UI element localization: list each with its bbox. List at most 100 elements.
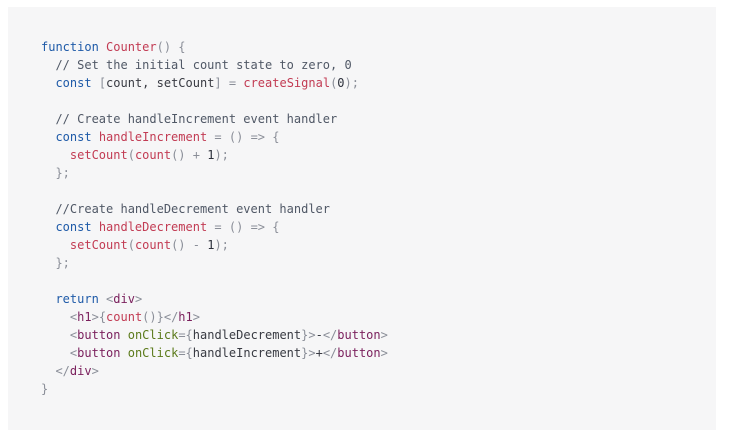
code-token-plain	[41, 220, 55, 234]
code-token-punct: </	[322, 328, 338, 342]
code-token-plain	[41, 310, 70, 324]
code-token-keyword: const	[55, 220, 92, 234]
code-token-punct: }>	[301, 346, 316, 360]
code-token-tag: button	[337, 328, 381, 342]
code-token-comment: // Set the initial count state to zero, …	[55, 58, 352, 72]
code-token-plain	[41, 364, 55, 378]
code-line: // Create handleIncrement event handler	[41, 110, 388, 128]
code-token-tag: div	[69, 364, 92, 378]
code-token-punct: <	[106, 292, 114, 306]
code-token-punct: }>	[301, 328, 316, 342]
code-token-punct: };	[55, 256, 70, 270]
code-token-plain	[41, 76, 55, 90]
code-token-function: count	[134, 148, 172, 162]
code-token-keyword: const	[55, 76, 92, 90]
code-token-plain	[92, 130, 99, 144]
code-token-plain	[99, 292, 106, 306]
code-line: };	[41, 254, 388, 272]
code-token-attr: onClick	[127, 328, 179, 342]
code-line: </div>	[41, 362, 388, 380]
code-token-plain	[41, 202, 55, 216]
code-token-plain	[99, 40, 106, 54]
code-token-number: 1	[207, 148, 215, 162]
code-token-plain	[186, 148, 193, 162]
code-token-punct: }	[41, 382, 49, 396]
code-token-punct: >	[134, 292, 143, 306]
code-token-function: count	[134, 238, 172, 252]
code-token-plain	[41, 238, 70, 252]
code-token-punct: +	[192, 148, 200, 162]
code-line: };	[41, 164, 388, 182]
code-token-punct: >{	[91, 310, 107, 324]
code-line: // Set the initial count state to zero, …	[41, 56, 388, 74]
code-line: function Counter() {	[41, 38, 388, 56]
code-token-comment: // Create handleIncrement event handler	[55, 112, 338, 126]
code-token-punct: ()	[171, 238, 186, 252]
code-token-punct: >	[91, 364, 99, 378]
code-token-punct: (	[330, 76, 338, 90]
code-token-tag: button	[77, 328, 121, 342]
code-token-function: Counter	[106, 40, 157, 54]
code-token-plain	[41, 328, 70, 342]
code-token-plain	[121, 346, 128, 360]
code-token-punct: ()	[228, 130, 244, 144]
code-token-plain: -	[315, 328, 323, 342]
code-token-punct: );	[344, 76, 359, 90]
code-token-function: handleIncrement	[98, 130, 208, 144]
code-token-plain	[92, 76, 99, 90]
code-token-tag: h1	[77, 310, 92, 324]
code-token-punct: ={	[178, 328, 193, 342]
code-token-punct: </	[55, 364, 70, 378]
code-token-punct: >	[380, 346, 388, 360]
code-token-plain: +	[315, 346, 323, 360]
code-line: <h1>{count()}</h1>	[41, 308, 388, 326]
code-token-number: 1	[207, 238, 215, 252]
code-token-plain	[41, 256, 55, 270]
code-token-punct: <	[69, 310, 78, 324]
code-token-plain	[41, 346, 70, 360]
code-token-function: setCount	[69, 148, 128, 162]
code-token-plain	[41, 148, 70, 162]
code-line: }	[41, 380, 388, 398]
code-line: const handleDecrement = () => {	[41, 218, 388, 236]
code-token-plain	[41, 130, 55, 144]
code-token-plain	[41, 58, 55, 72]
code-token-punct: ()	[171, 148, 186, 162]
code-token-punct: (	[127, 238, 135, 252]
code-token-plain: count, setCount	[106, 76, 215, 90]
code-token-punct: <	[69, 346, 78, 360]
code-token-plain	[92, 220, 99, 234]
code-token-punct: () {	[156, 40, 186, 54]
code-token-punct: >	[380, 328, 388, 342]
code-line: <button onClick={handleIncrement}>+</but…	[41, 344, 388, 362]
code-token-keyword: return	[55, 292, 99, 306]
code-line	[41, 272, 388, 290]
code-token-punct: );	[214, 148, 229, 162]
code-token-punct: ={	[178, 346, 193, 360]
code-line: <button onClick={handleDecrement}>-</but…	[41, 326, 388, 344]
code-token-function: createSignal	[243, 76, 331, 90]
code-token-keyword: function	[41, 40, 99, 54]
code-token-function: count	[106, 310, 143, 324]
code-line: return <div>	[41, 290, 388, 308]
code-token-punct: {	[272, 130, 280, 144]
code-token-tag: div	[113, 292, 135, 306]
code-token-punct: =	[214, 130, 222, 144]
code-token-punct: >	[192, 310, 200, 324]
code-token-punct: {	[272, 220, 280, 234]
code-line	[41, 182, 388, 200]
code-token-punct: };	[55, 166, 70, 180]
code-token-keyword: const	[55, 130, 92, 144]
code-token-plain	[243, 220, 250, 234]
code-token-punct: ()	[228, 220, 244, 234]
code-token-plain	[222, 220, 229, 234]
code-token-plain	[243, 130, 250, 144]
code-line: const handleIncrement = () => {	[41, 128, 388, 146]
code-token-attr: onClick	[127, 346, 179, 360]
code-token-number: 0	[337, 76, 345, 90]
code-token-plain	[121, 328, 128, 342]
code-token-function: setCount	[69, 238, 128, 252]
code-token-punct: </	[322, 346, 338, 360]
code-line: const [count, setCount] = createSignal(0…	[41, 74, 388, 92]
code-token-tag: h1	[178, 310, 193, 324]
